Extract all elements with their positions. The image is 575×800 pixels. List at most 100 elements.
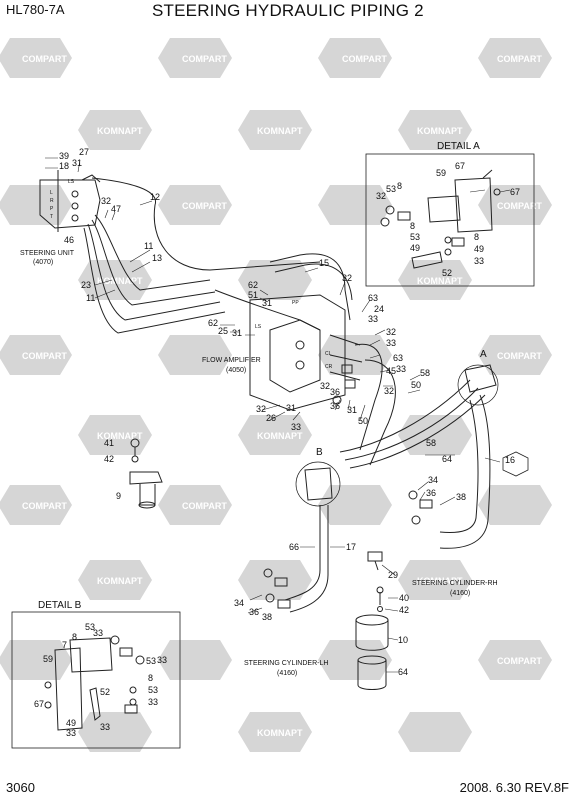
- part-number: 40: [399, 593, 409, 603]
- wm-text: COMPART: [182, 201, 227, 211]
- part-number: 45: [386, 366, 396, 376]
- detail-a-title: DETAIL A: [437, 141, 480, 152]
- marker-b: B: [316, 447, 323, 458]
- part-number: 24: [374, 304, 384, 314]
- part-number: 53: [148, 685, 158, 695]
- part-number: 33: [157, 655, 167, 665]
- watermark-row-2: [78, 110, 472, 150]
- part-number: 53: [386, 184, 396, 194]
- part-number: 64: [442, 454, 452, 464]
- port-letter: R: [50, 198, 54, 204]
- part-number: 53: [410, 232, 420, 242]
- watermark-row-4: [78, 260, 472, 300]
- part-number: 46: [64, 235, 74, 245]
- watermark-row-6: [78, 415, 472, 455]
- part-number: 33: [66, 728, 76, 738]
- part-number: 8: [148, 673, 153, 683]
- label-cyl-lh: STEERING CYLINDER-LH: [244, 660, 328, 667]
- watermark-row-1: [0, 38, 552, 78]
- part-number: 63: [393, 353, 403, 363]
- flow-amplifier: [249, 294, 363, 411]
- fitting-group-rh: [408, 490, 433, 525]
- port-letter: CL: [325, 351, 332, 357]
- part-number: 52: [442, 268, 452, 278]
- part-number: 41: [104, 438, 114, 448]
- fitting-group-lh: [263, 568, 291, 609]
- port-letter: CR: [325, 364, 333, 370]
- part-number: 36: [330, 401, 340, 411]
- port-letter: PP: [292, 300, 299, 306]
- part-number: 32: [376, 191, 386, 201]
- model-code: HL780-7A: [6, 2, 65, 17]
- wm-text: KOMNAPT: [97, 126, 143, 136]
- part-number: 23: [81, 280, 91, 290]
- leader-lines: [45, 157, 511, 673]
- part-64-bushing: [357, 655, 387, 690]
- part-number: 31: [286, 403, 296, 413]
- part-number: 13: [152, 253, 162, 263]
- part-number: 59: [436, 168, 446, 178]
- wm-text: COMPART: [342, 54, 387, 64]
- label-cyl-lh-code: (4160): [277, 670, 297, 677]
- part-number: 9: [116, 491, 121, 501]
- part-67-hex: [502, 451, 529, 477]
- label-cyl-rh: STEERING CYLINDER-RH: [412, 580, 498, 587]
- part-number: 53: [85, 622, 95, 632]
- part-number: 33: [368, 314, 378, 324]
- pipe-bundle-upper: [83, 177, 353, 334]
- bracket-b: [54, 467, 333, 731]
- part-number: 33: [148, 697, 158, 707]
- port-letters: LS L R P T PP CL CR LS: [50, 179, 333, 370]
- part-number: 49: [474, 244, 484, 254]
- part-number: 32: [342, 273, 352, 283]
- part-number: 33: [386, 338, 396, 348]
- part-number: 18: [59, 161, 69, 171]
- label-steering-unit-code: (4070): [33, 259, 53, 266]
- part-number: 33: [100, 722, 110, 732]
- detail-b-title: DETAIL B: [38, 600, 82, 611]
- label-cyl-rh-code: (4160): [450, 590, 470, 597]
- part-number: 32: [320, 381, 330, 391]
- part-number: 49: [66, 718, 76, 728]
- marker-a-circle: [457, 364, 499, 406]
- part-number: 25: [218, 326, 228, 336]
- part-number: 33: [474, 256, 484, 266]
- part-number: 11: [86, 293, 95, 303]
- part-number: 34: [234, 598, 244, 608]
- part-number: 36: [330, 387, 340, 397]
- part-number: 8: [397, 181, 402, 191]
- wm-text: KOMNAPT: [257, 431, 303, 441]
- part-number: 50: [411, 380, 421, 390]
- part-10-pin: [355, 614, 389, 651]
- wm-text: KOMNAPT: [417, 276, 463, 286]
- bracket-a: [427, 177, 497, 393]
- part-number: 31: [232, 328, 242, 338]
- part-number: 15: [319, 258, 329, 268]
- part-number: 39: [59, 151, 69, 161]
- watermark-row-7: [0, 485, 552, 525]
- part-number: 64: [398, 667, 408, 677]
- watermark-row-5: [0, 335, 552, 375]
- label-flow-amplifier-code: (4050): [226, 367, 246, 374]
- detail-b-frame: [11, 611, 181, 749]
- pipe-bundle-lower: [284, 343, 491, 613]
- part-number: 62: [248, 280, 258, 290]
- wm-text: KOMNAPT: [97, 576, 143, 586]
- wm-text: KOMNAPT: [417, 126, 463, 136]
- watermark-row-10: [78, 712, 472, 752]
- part-number: 34: [428, 475, 438, 485]
- part-number: 8: [72, 632, 77, 642]
- part-number: 36: [426, 488, 436, 498]
- part-number: 32: [384, 386, 394, 396]
- part-number: 67: [510, 187, 520, 197]
- part-number: 10: [398, 635, 408, 645]
- part-number: 16: [505, 455, 515, 465]
- watermark-row-8: [78, 560, 472, 600]
- part-number: 8: [474, 232, 479, 242]
- wm-text: COMPART: [497, 351, 542, 361]
- port-letter: L: [50, 190, 53, 196]
- part-number: 51: [248, 290, 258, 300]
- part-number: 8: [410, 221, 415, 231]
